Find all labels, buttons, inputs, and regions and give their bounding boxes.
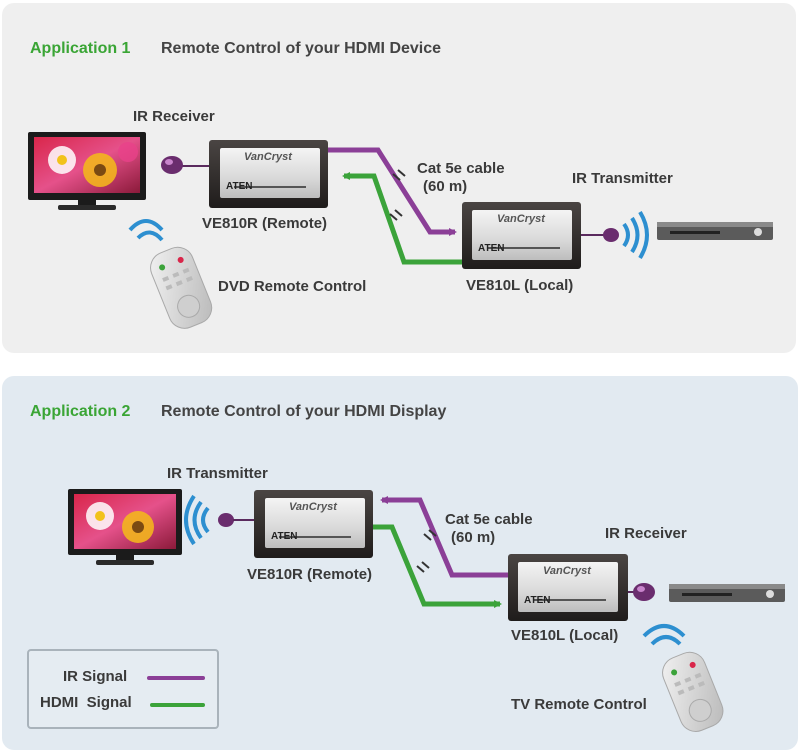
dvd-player-2 [669,584,785,602]
tv-1 [28,132,146,210]
cable-label-1-line2: (60 m) [423,178,468,195]
brand-label-l1: VanCryst [497,213,545,225]
legend-hdmi-label: HDMI Signal [40,694,132,711]
cable-label-1: Cat 5e cable (60 m) [417,160,505,196]
maker-label-r1: ATEN [226,181,253,192]
tv-2 [68,489,182,565]
application-2-title: Remote Control of your HDMI Display [161,403,447,420]
ir-receiver-1 [161,156,210,174]
ve810l-label-2: VE810L (Local) [511,627,619,644]
application-1-title: Remote Control of your HDMI Device [161,40,442,57]
ve810l-label-1: VE810L (Local) [466,277,574,294]
ir-transmitter-2 [184,494,255,546]
cable-label-2: Cat 5e cable (60 m) [445,511,533,547]
ve810r-device-1 [209,140,328,208]
brand-label-l2: VanCryst [543,565,591,577]
maker-label-l2: ATEN [524,595,551,606]
ir-transmitter-1 [581,210,649,260]
cable-label-1-line1: Cat 5e cable [417,160,505,177]
cat5e-cable-2 [373,496,508,608]
tv-remote-control [642,624,724,732]
signal-legend [27,649,219,729]
maker-label-l1: ATEN [478,243,505,254]
ve810r-label-1: VE810R (Remote) [202,215,328,232]
ve810r-label-2: VE810R (Remote) [247,566,373,583]
ve810l-device-1 [462,202,581,269]
ir-transmitter-label-2: IR Transmitter [167,465,268,482]
brand-label-r1: VanCryst [244,151,292,163]
ve810r-device-2 [254,490,373,558]
dvd-player-1 [657,222,773,240]
tv-remote-label: TV Remote Control [511,696,647,713]
application-1-tag: Application 1 [30,40,131,57]
cable-label-2-line1: Cat 5e cable [445,511,533,528]
ve810l-device-2 [508,554,628,621]
legend-ir-line [147,676,205,680]
legend-hdmi-line [150,703,205,707]
ir-receiver-2 [628,583,655,601]
cable-label-2-line2: (60 m) [451,529,496,546]
brand-label-r2: VanCryst [289,501,337,513]
dvd-remote-label: DVD Remote Control [218,278,367,295]
cat5e-cable-1 [328,147,462,265]
legend-ir-label: IR Signal [63,668,128,685]
ir-receiver-label-1: IR Receiver [133,108,215,125]
dvd-remote-control [128,219,213,329]
ir-receiver-label-2: IR Receiver [605,525,687,542]
maker-label-r2: ATEN [271,531,298,542]
ir-transmitter-label-1: IR Transmitter [572,170,673,187]
application-2-tag: Application 2 [30,403,131,420]
